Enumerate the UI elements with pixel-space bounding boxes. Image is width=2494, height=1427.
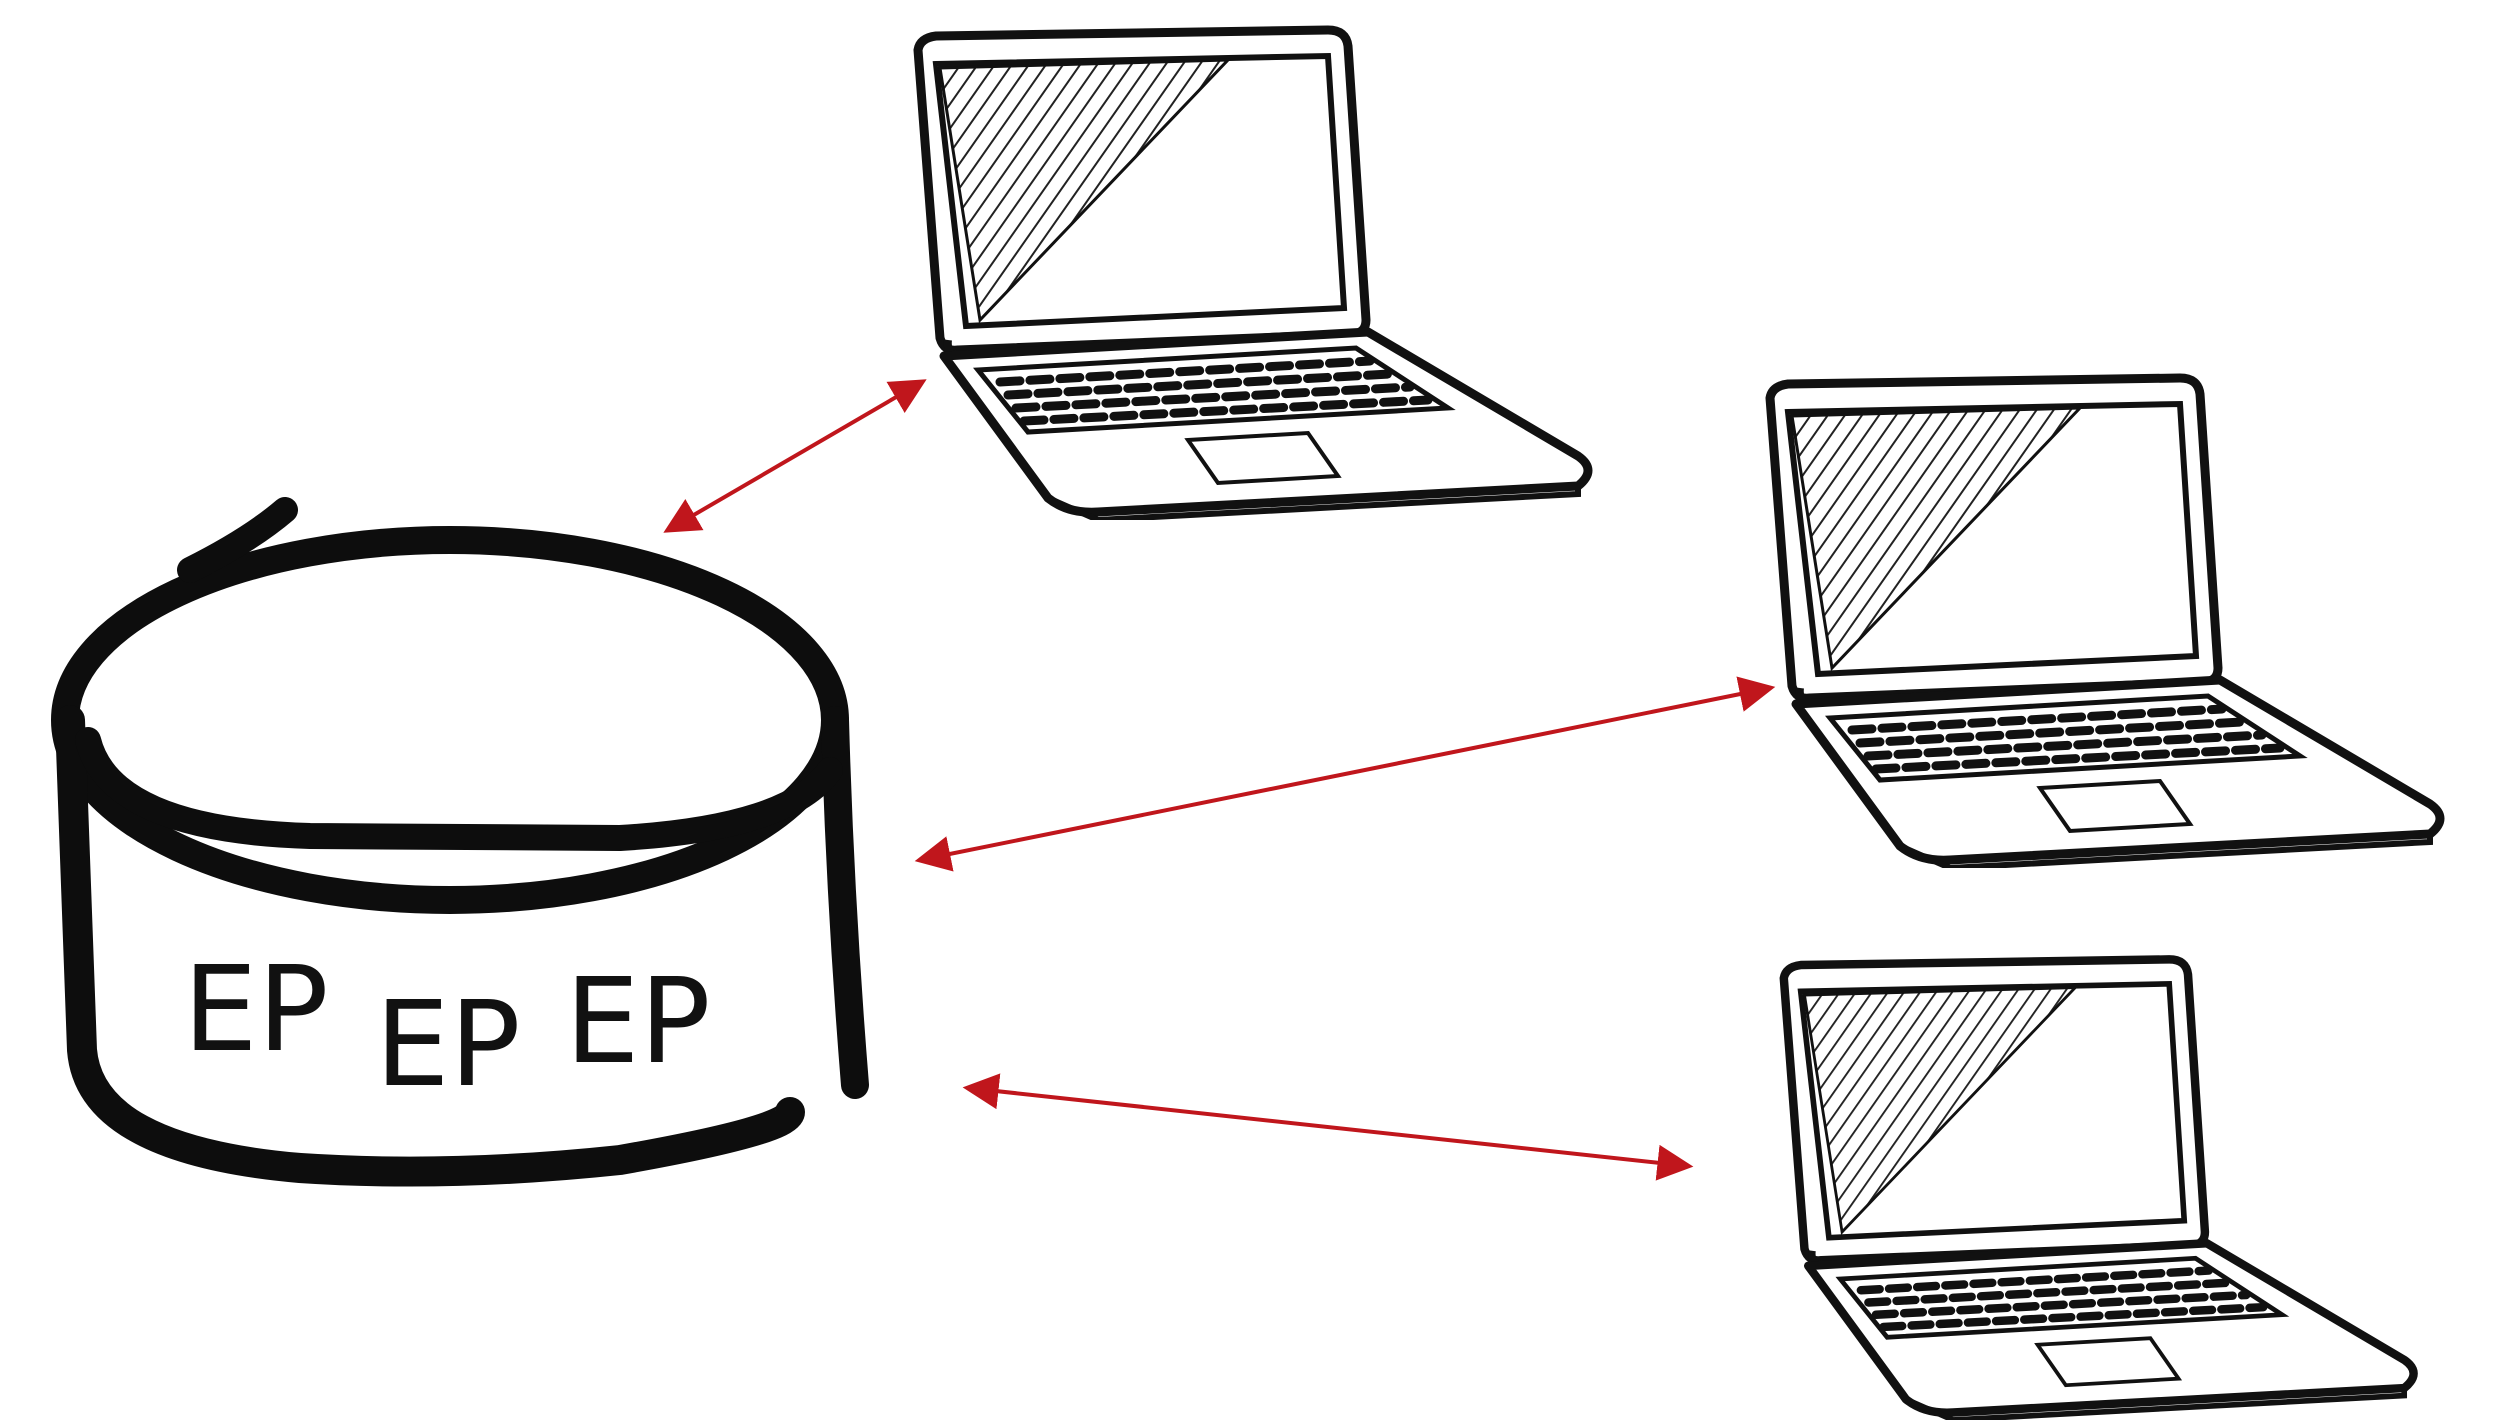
laptop-icon: [1770, 378, 2440, 868]
database-label: EP: [375, 975, 521, 1113]
laptop-icon: [918, 30, 1588, 520]
database-label: EP: [183, 940, 329, 1078]
database-cylinder-icon: [51, 497, 869, 1187]
database-label: EP: [565, 952, 711, 1090]
connection-arrow: [914, 676, 1776, 872]
laptop-icon: [1784, 959, 2414, 1420]
connection-arrow: [663, 379, 927, 533]
connection-arrow: [962, 1073, 1694, 1181]
